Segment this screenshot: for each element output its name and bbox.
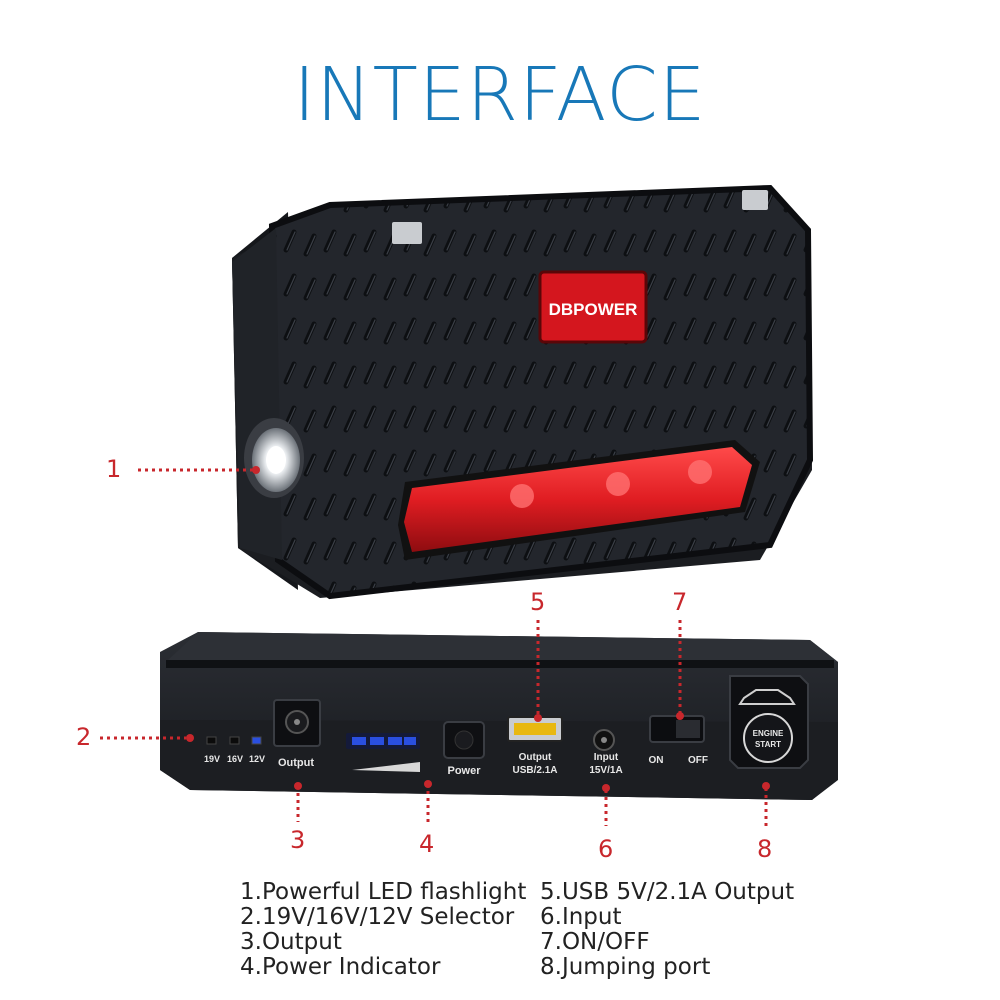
- dc-output-port: Output: [273, 699, 321, 769]
- callout-8: 8: [757, 835, 773, 863]
- voltage-selector: 19V 16V 12V: [204, 736, 265, 764]
- callout-3: 3: [290, 826, 306, 854]
- device-top-view: DBPOWER: [232, 184, 814, 600]
- selector-19v-label: 19V: [204, 754, 220, 764]
- hinge-clip: [742, 190, 768, 210]
- on-off-switch[interactable]: ON OFF: [649, 715, 709, 766]
- brand-label: DBPOWER: [549, 300, 638, 319]
- legend-right: 5.USB 5V/2.1A Output 6.Input 7.ON/OFF 8.…: [540, 880, 794, 980]
- usb-output-port: Output USB/2.1A: [507, 716, 563, 776]
- legend-item: 7.ON/OFF: [540, 929, 650, 955]
- usb-label-line1: Output: [519, 752, 552, 763]
- legend-item: 6.Input: [540, 904, 622, 930]
- callout-leaders: [100, 466, 770, 826]
- power-button[interactable]: Power: [443, 721, 485, 777]
- output-label: Output: [278, 757, 314, 769]
- input-label-line1: Input: [594, 752, 619, 763]
- callout-4: 4: [419, 830, 435, 858]
- car-icon: [738, 689, 796, 705]
- power-indicator: [346, 733, 420, 772]
- legend-item: 8.Jumping port: [540, 954, 711, 980]
- legend-item: 1.Powerful LED flashlight: [240, 879, 527, 905]
- brand-badge: [538, 270, 648, 344]
- legend-item: 5.USB 5V/2.1A Output: [540, 879, 795, 905]
- callout-1: 1: [106, 455, 122, 483]
- input-label-line2: 15V/1A: [589, 765, 622, 776]
- legend-item: 4.Power Indicator: [240, 954, 441, 980]
- legend-item: 2.19V/16V/12V Selector: [240, 904, 515, 930]
- engine-label-line1: ENGINE: [753, 729, 784, 738]
- selector-16v-label: 16V: [227, 754, 243, 764]
- callout-7: 7: [672, 588, 688, 616]
- dc-input-port: Input 15V/1A: [589, 729, 623, 776]
- selector-12v-label: 12V: [249, 754, 265, 764]
- legend-left: 1.Powerful LED flashlight 2.19V/16V/12V …: [240, 880, 526, 980]
- usb-label-line2: USB/2.1A: [512, 765, 557, 776]
- power-label: Power: [447, 765, 481, 777]
- engine-label-line2: START: [755, 740, 781, 749]
- off-label: OFF: [688, 755, 708, 766]
- hinge-clip: [392, 222, 422, 244]
- legend-item: 3.Output: [240, 929, 342, 955]
- tail-light: [404, 447, 752, 552]
- callout-6: 6: [598, 835, 614, 863]
- on-label: ON: [649, 755, 664, 766]
- callout-5: 5: [530, 588, 546, 616]
- callout-2: 2: [76, 723, 92, 751]
- page-title: INTERFACE: [293, 52, 707, 138]
- jumping-port: ENGINE START: [729, 675, 809, 769]
